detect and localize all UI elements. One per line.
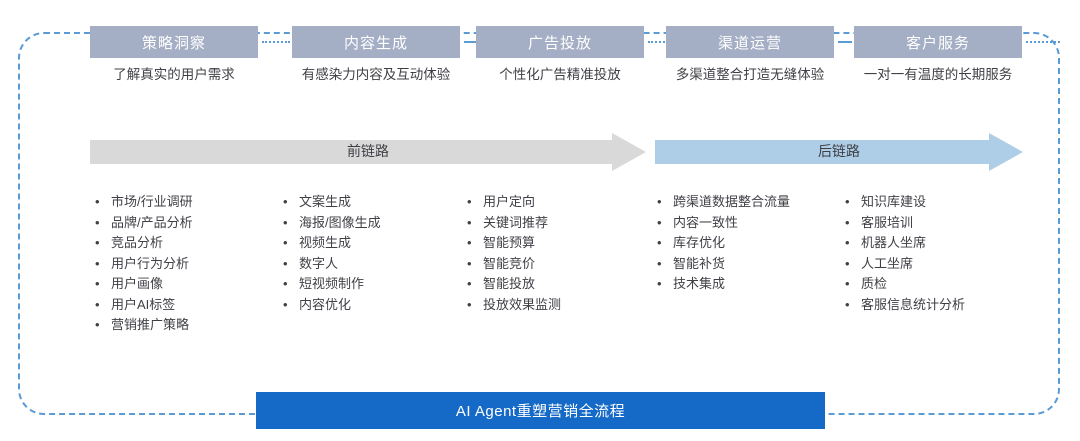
stage-header-label-4: 客户服务	[854, 26, 1022, 58]
stage-header-label-0: 策略洞察	[90, 26, 258, 58]
list-item[interactable]: •用户画像	[95, 274, 260, 294]
stage-connector-0	[262, 41, 290, 45]
stage-header-label-2: 广告投放	[476, 26, 644, 58]
list-item[interactable]: •跨渠道数据整合流量	[657, 192, 815, 212]
stage-header-row: 策略洞察 内容生成 广告投放 渠道运营 客户服务	[18, 26, 1062, 58]
phase-arrow-front-label: 前链路	[347, 143, 389, 159]
list-item[interactable]: •数字人	[283, 254, 448, 274]
list-item[interactable]: •海报/图像生成	[283, 213, 448, 233]
stage-items-col-1: •文案生成 •海报/图像生成 •视频生成 •数字人 •短视频制作 •内容优化	[283, 192, 448, 315]
list-item[interactable]: •竞品分析	[95, 233, 260, 253]
phase-arrow-back-label: 后链路	[818, 143, 860, 159]
bullet-icon: •	[467, 296, 472, 312]
list-item[interactable]: •机器人坐席	[845, 233, 1020, 253]
stage-header-cell-1[interactable]: 内容生成	[292, 26, 460, 58]
stage-items-col-0: •市场/行业调研 •品牌/产品分析 •竞品分析 •用户行为分析 •用户画像 •用…	[95, 192, 260, 336]
list-item[interactable]: •知识库建设	[845, 192, 1020, 212]
list-item[interactable]: •用户定向	[467, 192, 632, 212]
stage-header-cell-3[interactable]: 渠道运营	[666, 26, 834, 58]
stage-items-row: •市场/行业调研 •品牌/产品分析 •竞品分析 •用户行为分析 •用户画像 •用…	[0, 192, 1080, 342]
bullet-icon: •	[95, 296, 100, 312]
stage-description-4: 一对一有温度的长期服务	[863, 67, 1013, 82]
list-item[interactable]: •技术集成	[657, 274, 815, 294]
bullet-icon: •	[283, 276, 288, 291]
phase-arrow-front[interactable]: 前链路	[90, 133, 646, 171]
bullet-icon: •	[657, 214, 662, 230]
stage-connector-3	[838, 41, 852, 45]
bullet-icon: •	[467, 214, 472, 230]
list-item[interactable]: •库存优化	[657, 233, 815, 253]
diagram-title-label: AI Agent重塑营销全流程	[455, 403, 626, 420]
bullet-icon: •	[283, 214, 288, 230]
bullet-icon: •	[467, 235, 472, 250]
bullet-icon: •	[845, 214, 850, 230]
stage-description-1: 有感染力内容及互动体验	[301, 67, 451, 82]
list-item[interactable]: •用户AI标签	[95, 295, 260, 315]
bullet-icon: •	[283, 296, 288, 312]
bullet-icon: •	[95, 317, 100, 332]
bullet-icon: •	[283, 255, 288, 271]
stage-header-cell-2[interactable]: 广告投放	[476, 26, 644, 58]
stage-description-2: 个性化广告精准投放	[499, 67, 621, 82]
bullet-icon: •	[283, 194, 288, 209]
bullet-icon: •	[467, 194, 472, 209]
stage-items-col-4: •知识库建设 •客服培训 •机器人坐席 •人工坐席 •质检 •客服信息统计分析	[845, 192, 1020, 315]
list-item[interactable]: •内容优化	[283, 295, 448, 315]
list-item[interactable]: •品牌/产品分析	[95, 213, 260, 233]
stage-connector-1	[464, 41, 478, 45]
bullet-icon: •	[95, 276, 100, 291]
stage-description-0: 了解真实的用户需求	[113, 67, 235, 82]
list-item[interactable]: •人工坐席	[845, 254, 1020, 274]
list-item[interactable]: •智能竞价	[467, 254, 632, 274]
stage-header-cell-4[interactable]: 客户服务	[854, 26, 1022, 58]
bullet-icon: •	[95, 194, 100, 209]
bullet-icon: •	[657, 255, 662, 271]
stage-connector-2	[648, 41, 676, 45]
phase-arrow-row: 前链路 后链路	[0, 133, 1080, 173]
stage-items-col-3: •跨渠道数据整合流量 •内容一致性 •库存优化 •智能补货 •技术集成	[657, 192, 815, 295]
stage-items-col-2: •用户定向 •关键词推荐 •智能预算 •智能竞价 •智能投放 •投放效果监测	[467, 192, 632, 315]
bullet-icon: •	[95, 255, 100, 271]
phase-arrow-back[interactable]: 后链路	[655, 133, 1023, 171]
list-item[interactable]: •内容一致性	[657, 213, 815, 233]
bullet-icon: •	[657, 276, 662, 291]
list-item[interactable]: •投放效果监测	[467, 295, 632, 315]
bullet-icon: •	[845, 235, 850, 250]
bullet-icon: •	[95, 214, 100, 230]
bullet-icon: •	[467, 255, 472, 271]
list-item[interactable]: •营销推广策略	[95, 315, 260, 335]
stage-header-label-3: 渠道运营	[666, 26, 834, 58]
stage-description-3: 多渠道整合打造无缝体验	[675, 67, 825, 82]
bullet-icon: •	[283, 235, 288, 250]
bullet-icon: •	[845, 255, 850, 271]
list-item[interactable]: •客服培训	[845, 213, 1020, 233]
bullet-icon: •	[467, 276, 472, 291]
bullet-icon: •	[657, 194, 662, 209]
list-item[interactable]: •关键词推荐	[467, 213, 632, 233]
list-item[interactable]: •智能投放	[467, 274, 632, 294]
stage-header-label-1: 内容生成	[292, 26, 460, 58]
list-item[interactable]: •文案生成	[283, 192, 448, 212]
bullet-icon: •	[657, 235, 662, 250]
list-item[interactable]: •质检	[845, 274, 1020, 294]
bullet-icon: •	[95, 235, 100, 250]
bullet-icon: •	[845, 194, 850, 209]
list-item[interactable]: •市场/行业调研	[95, 192, 260, 212]
bullet-icon: •	[845, 296, 850, 312]
diagram-title-banner[interactable]: AI Agent重塑营销全流程	[256, 392, 825, 429]
list-item[interactable]: •智能补货	[657, 254, 815, 274]
list-item[interactable]: •用户行为分析	[95, 254, 260, 274]
list-item[interactable]: •客服信息统计分析	[845, 295, 1020, 315]
stage-connector-4	[1026, 41, 1060, 45]
list-item[interactable]: •智能预算	[467, 233, 632, 253]
stage-header-cell-0[interactable]: 策略洞察	[90, 26, 258, 58]
stage-description-row: 了解真实的用户需求 有感染力内容及互动体验 个性化广告精准投放 多渠道整合打造无…	[18, 64, 1062, 122]
list-item[interactable]: •视频生成	[283, 233, 448, 253]
list-item[interactable]: •短视频制作	[283, 274, 448, 294]
bullet-icon: •	[845, 276, 850, 291]
